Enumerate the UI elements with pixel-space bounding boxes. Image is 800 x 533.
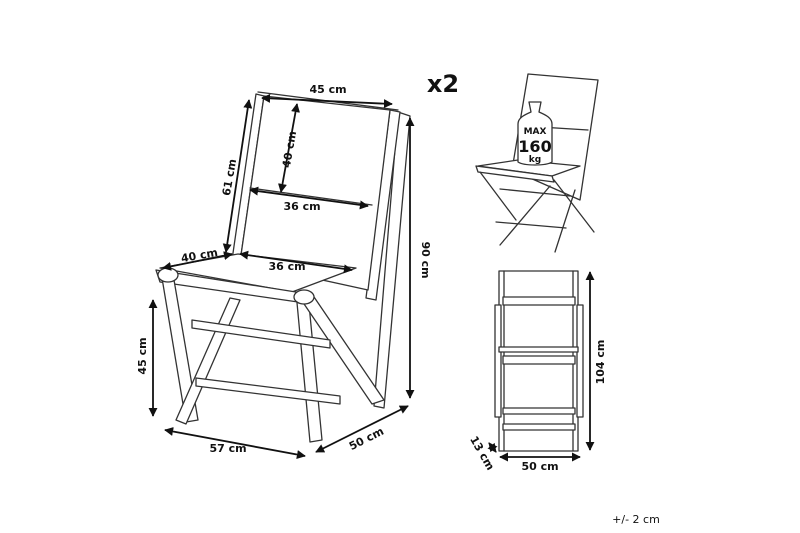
- depth-label: 57 cm: [209, 442, 246, 455]
- total-height-label: 90 cm: [419, 241, 432, 278]
- load-chair-drawing: [475, 73, 599, 253]
- dimension-lines: [148, 93, 415, 459]
- seat-depth-label: 40 cm: [180, 246, 219, 265]
- folded-chair-drawing: [494, 270, 584, 452]
- folded-thickness-label: 13 cm: [467, 434, 497, 473]
- seat-height-label: 45 cm: [136, 337, 149, 374]
- width-label: 50 cm: [347, 425, 386, 453]
- quantity-label: x2: [427, 70, 459, 98]
- weight-unit-label: kg: [529, 155, 541, 165]
- weight-value-label: 160: [518, 137, 551, 156]
- tolerance-label: +/- 2 cm: [612, 513, 660, 526]
- back-inner-width-label: 36 cm: [283, 200, 320, 213]
- folded-width-label: 50 cm: [521, 460, 558, 473]
- back-width-label: 45 cm: [309, 83, 346, 96]
- seat-width-label: 36 cm: [268, 260, 305, 273]
- folded-height-label: 104 cm: [594, 340, 607, 385]
- back-height-label: 61 cm: [220, 158, 239, 197]
- weight-max-label: MAX: [524, 127, 547, 137]
- back-inner-height-label: 40 cm: [280, 130, 299, 169]
